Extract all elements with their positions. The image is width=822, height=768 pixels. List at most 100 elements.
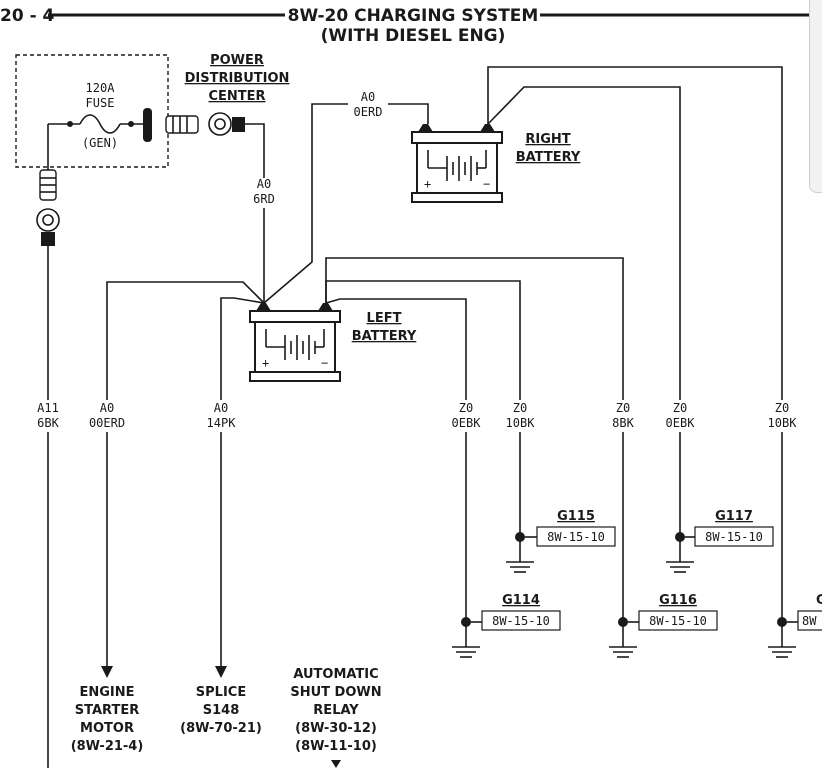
ground-g116-ref: 8W-15-10 bbox=[649, 614, 707, 628]
wire-a0-6rd-upper bbox=[245, 123, 265, 178]
ground-g117-ref-box bbox=[694, 526, 774, 547]
wire-a0-14pk bbox=[220, 297, 265, 400]
fuse-rating: 120A bbox=[86, 81, 116, 95]
splice-arrow bbox=[215, 666, 227, 678]
ground-partial-ref: 8W bbox=[802, 614, 817, 628]
wire-a0-00erd bbox=[106, 281, 265, 400]
left-battery-label-line-1: LEFT bbox=[367, 311, 402, 326]
pdc-label-line-3: CENTER bbox=[208, 89, 265, 104]
wiring bbox=[47, 66, 783, 768]
splice-line-3: (8W-70-21) bbox=[180, 721, 262, 736]
wire-z0-10bk-2-circuit: Z0 bbox=[775, 401, 789, 415]
left-battery-post-negative bbox=[318, 303, 333, 311]
wire-z0-10bk-1-color: 10BK bbox=[506, 416, 536, 430]
pdc-label-line-1: POWER bbox=[210, 53, 264, 68]
ground-g115-ref: 8W-15-10 bbox=[547, 530, 605, 544]
page-subtitle: (WITH DIESEL ENG) bbox=[321, 26, 506, 46]
right-battery-label-line-2: BATTERY bbox=[516, 150, 581, 165]
gen-terminal-barrel bbox=[41, 232, 55, 246]
left-battery-minus-sign: − bbox=[321, 356, 328, 370]
fuse-circuit: (GEN) bbox=[82, 136, 118, 150]
ground-g117-id: G117 bbox=[715, 509, 753, 524]
ring-terminal-crimp bbox=[165, 115, 199, 134]
wire-a0-0erd-top-circuit: A0 bbox=[361, 90, 375, 104]
ground-g117: G117 8W-15-10 bbox=[666, 509, 774, 573]
starter-line-3: MOTOR bbox=[80, 721, 134, 736]
right-battery-label-line-1: RIGHT bbox=[525, 132, 570, 147]
starter-arrow bbox=[101, 666, 113, 678]
wire-a0-0erd-top-right bbox=[388, 103, 429, 124]
side-panel-edge bbox=[809, 0, 822, 193]
pdc-ring-terminal bbox=[165, 112, 265, 178]
ground-g114: G114 8W-15-10 bbox=[452, 593, 561, 658]
wire-z0-10bk-2-color: 10BK bbox=[768, 416, 798, 430]
page-title: 8W-20 CHARGING SYSTEM bbox=[288, 6, 539, 26]
ground-g116: G116 8W-15-10 bbox=[609, 593, 718, 658]
fuse-node-left bbox=[67, 121, 73, 127]
ground-g114-id: G114 bbox=[502, 593, 540, 608]
starter-line-4: (8W-21-4) bbox=[71, 739, 144, 754]
asd-line-3: RELAY bbox=[313, 703, 359, 718]
wire-a0-14pk-color: 14PK bbox=[207, 416, 237, 430]
wire-z0-0ebk-1 bbox=[325, 298, 467, 400]
wire-a0-0erd-top-left bbox=[263, 103, 348, 304]
wire-z0-8bk-color: 8BK bbox=[612, 416, 634, 430]
ground-g114-ref: 8W-15-10 bbox=[492, 614, 550, 628]
wire-a0-00erd-color: 00ERD bbox=[89, 416, 125, 430]
ground-g116-ref-box bbox=[638, 610, 718, 631]
right-battery-post-positive bbox=[418, 124, 433, 132]
wire-a11-6bk-color: 6BK bbox=[37, 416, 59, 430]
pdc-label-line-2: DISTRIBUTION bbox=[185, 71, 290, 86]
left-battery-cell-icon bbox=[265, 329, 325, 360]
wire-z0-0ebk-1-color: 0EBK bbox=[452, 416, 482, 430]
right-battery-plus-sign: + bbox=[424, 177, 431, 191]
fuse-word: FUSE bbox=[86, 96, 115, 110]
power-distribution-center: 120A FUSE (GEN) POWER DISTRIBUTION CENTE… bbox=[15, 53, 290, 170]
ground-g115: G115 8W-15-10 bbox=[506, 509, 616, 573]
dest-automatic-shut-down-relay: AUTOMATIC SHUT DOWN RELAY (8W-30-12) (8W… bbox=[290, 667, 382, 768]
asd-line-2: SHUT DOWN bbox=[290, 685, 381, 700]
wire-z0-0ebk-2 bbox=[487, 86, 681, 400]
ground-partial-id: G bbox=[816, 593, 822, 608]
ground-g114-ref-box bbox=[481, 610, 561, 631]
ground-g115-ref-box bbox=[536, 526, 616, 547]
asd-arrow bbox=[331, 760, 341, 768]
dest-splice-s148: SPLICE S148 (8W-70-21) bbox=[180, 685, 262, 736]
left-battery-label-line-2: BATTERY bbox=[352, 329, 417, 344]
splice-line-1: SPLICE bbox=[196, 685, 246, 700]
pdc-outline bbox=[15, 54, 169, 168]
dest-engine-starter-motor: ENGINE STARTER MOTOR (8W-21-4) bbox=[71, 685, 144, 754]
wire-a0-14pk-circuit: A0 bbox=[214, 401, 228, 415]
right-battery-cell-icon bbox=[427, 150, 487, 181]
asd-line-4: (8W-30-12) bbox=[295, 721, 377, 736]
wire-z0-8bk bbox=[325, 257, 624, 400]
fuse-node-right bbox=[128, 121, 134, 127]
ring-terminal-barrel bbox=[232, 117, 245, 132]
stud-terminal bbox=[143, 108, 152, 142]
asd-line-5: (8W-11-10) bbox=[295, 739, 377, 754]
left-battery-plus-sign: + bbox=[262, 356, 269, 370]
wire-a0-6rd-color: 6RD bbox=[253, 192, 275, 206]
wire-a0-0erd-top-color: 0ERD bbox=[354, 105, 383, 119]
ground-g116-id: G116 bbox=[659, 593, 697, 608]
wire-a0-00erd-circuit: A0 bbox=[100, 401, 114, 415]
page-number: 20 - 4 bbox=[0, 6, 55, 26]
right-battery: + − RIGHT BATTERY bbox=[411, 124, 581, 203]
left-battery: + − LEFT BATTERY bbox=[249, 303, 417, 382]
wire-a0-6rd-circuit: A0 bbox=[257, 177, 271, 191]
asd-line-1: AUTOMATIC bbox=[293, 667, 378, 682]
right-battery-minus-sign: − bbox=[483, 177, 490, 191]
fuse-icon bbox=[79, 114, 121, 134]
wire-z0-0ebk-2-color: 0EBK bbox=[666, 416, 696, 430]
starter-line-2: STARTER bbox=[75, 703, 139, 718]
right-battery-post-negative bbox=[480, 124, 495, 132]
ground-partial: G 8W bbox=[768, 593, 822, 658]
ground-g115-id: G115 bbox=[557, 509, 595, 524]
wire-z0-0ebk-1-circuit: Z0 bbox=[459, 401, 473, 415]
wire-z0-0ebk-2-circuit: Z0 bbox=[673, 401, 687, 415]
wire-z0-10bk-1-circuit: Z0 bbox=[513, 401, 527, 415]
wire-z0-10bk-2 bbox=[487, 66, 783, 400]
ground-g117-ref: 8W-15-10 bbox=[705, 530, 763, 544]
splice-line-2: S148 bbox=[203, 703, 240, 718]
